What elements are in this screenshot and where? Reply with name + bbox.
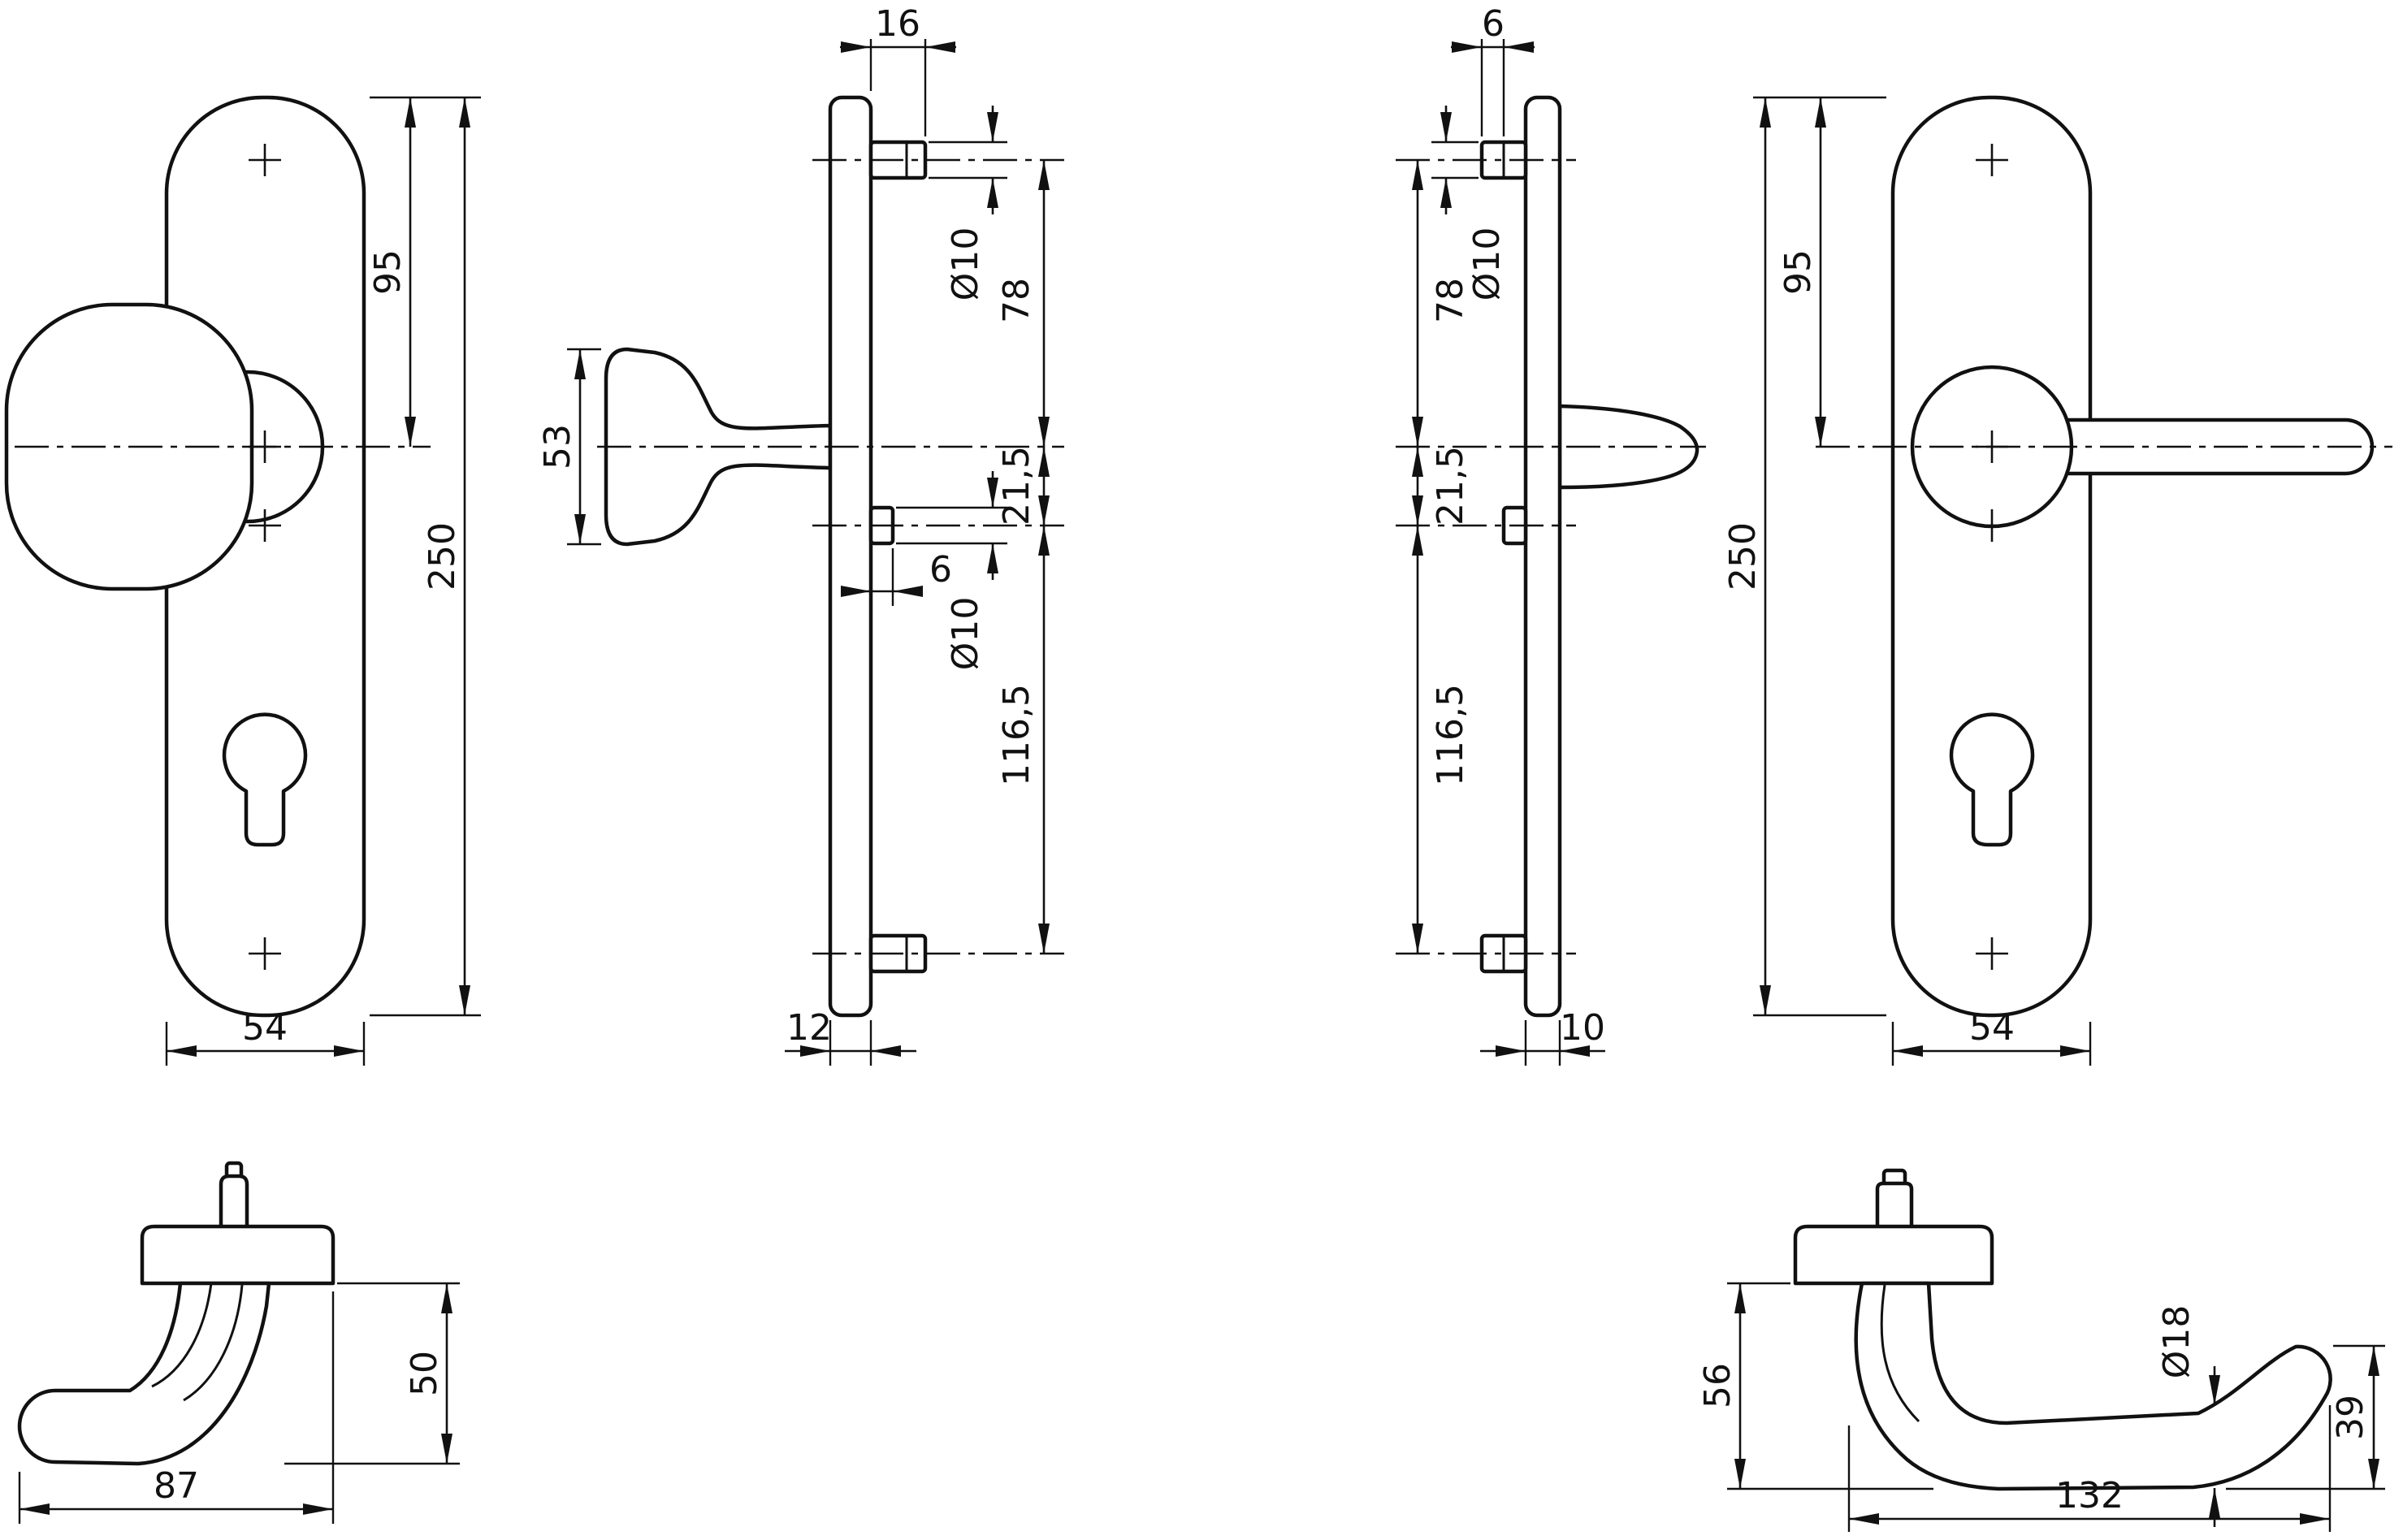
- center-cross: [249, 509, 281, 542]
- dim-label-50: 50: [404, 1351, 445, 1396]
- dim-label-12: 12: [786, 1007, 832, 1049]
- lever-grip: [1854, 1281, 2332, 1491]
- dim-label-d18: Ø18: [2156, 1305, 2197, 1379]
- center-cross: [249, 144, 281, 176]
- spindle: [1875, 1181, 1914, 1231]
- rose-plate: [140, 1224, 336, 1286]
- dim-label-21-5: 21,5: [996, 446, 1037, 526]
- dim-label-95: 95: [1777, 249, 1819, 295]
- plate-side-outline: [1523, 95, 1562, 1018]
- interior-plate-front-view: 250 95 54: [1722, 95, 2392, 1066]
- dim-label-6: 6: [1482, 3, 1505, 45]
- exterior-plate-side-view: 53 16 Ø10 78 21,5 116,5 6 Ø10: [537, 3, 1064, 1066]
- exterior-plate-front-view: 95 250 54: [4, 95, 481, 1066]
- plate-outline: [1890, 95, 2093, 1018]
- dim-label-116-5: 116,5: [996, 684, 1037, 786]
- dim-label-10: 10: [1560, 1007, 1605, 1049]
- dim-label-116-5: 116,5: [1430, 684, 1471, 786]
- dim-label-39: 39: [2330, 1395, 2371, 1440]
- dim-label-d10: Ø10: [1466, 227, 1508, 301]
- dim-label-16: 16: [875, 3, 920, 45]
- dim-label-250: 250: [422, 522, 463, 590]
- lever-handle-profile-view: 56 Ø18 39 132: [1697, 1168, 2385, 1532]
- knob-handle-profile-view: 50 87: [17, 1161, 460, 1524]
- grip-contour-line: [151, 1283, 213, 1388]
- keyhole: [222, 712, 308, 847]
- center-cross: [249, 937, 281, 970]
- dim-label-21-5: 21,5: [1430, 446, 1471, 526]
- dim-label-132: 132: [2055, 1475, 2124, 1516]
- dim-label-6: 6: [929, 549, 952, 590]
- dim-label-d10-top: Ø10: [945, 227, 986, 301]
- dim-label-78: 78: [1430, 278, 1471, 323]
- grip-contour-line: [183, 1284, 244, 1402]
- dim-label-250: 250: [1722, 522, 1764, 590]
- dim-label-95: 95: [367, 249, 409, 295]
- rose-plate: [1793, 1224, 1994, 1286]
- keyhole: [1949, 712, 2035, 847]
- grip-contour-line: [1880, 1284, 1920, 1423]
- knob-grip: [17, 1281, 271, 1466]
- dim-label-d10-mid: Ø10: [945, 597, 986, 671]
- dim-label-54: 54: [1969, 1007, 2015, 1049]
- spindle: [219, 1174, 249, 1231]
- center-cross: [1976, 509, 2008, 542]
- plate-side-outline: [828, 95, 873, 1018]
- dim-label-54: 54: [242, 1007, 288, 1049]
- center-cross: [1976, 144, 2008, 176]
- dim-label-78: 78: [996, 278, 1037, 323]
- interior-plate-side-view: 6 Ø10 78 21,5 116,5 10: [1396, 3, 1706, 1066]
- dim-label-87: 87: [154, 1465, 199, 1507]
- dim-label-53: 53: [537, 424, 578, 469]
- center-cross: [1976, 937, 2008, 970]
- dim-label-56: 56: [1697, 1363, 1738, 1408]
